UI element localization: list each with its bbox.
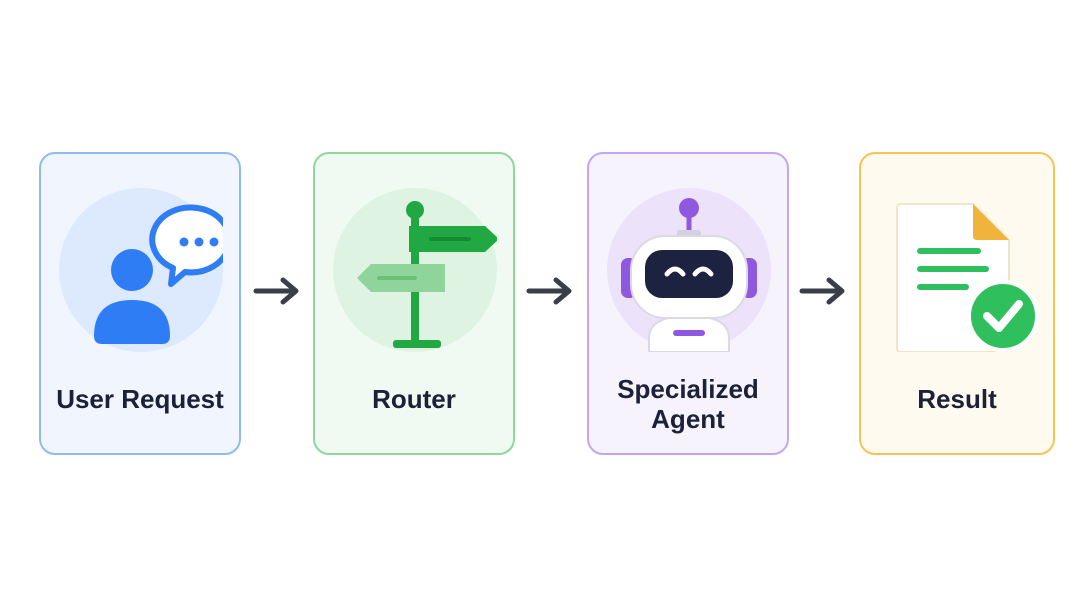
step-card-result: Result <box>859 152 1055 455</box>
step-label: Router <box>372 384 456 414</box>
robot-icon <box>607 188 771 352</box>
arrow-right-icon <box>526 274 576 308</box>
document-check-icon <box>879 188 1043 352</box>
user-chat-icon <box>59 188 223 352</box>
arrow-right-icon <box>799 274 849 308</box>
step-label: Result <box>917 384 997 414</box>
step-card-user-request: User Request <box>39 152 241 455</box>
step-card-router: Router <box>313 152 515 455</box>
signpost-icon <box>333 188 497 352</box>
arrow-right-icon <box>253 274 303 308</box>
step-label: User Request <box>56 384 224 414</box>
